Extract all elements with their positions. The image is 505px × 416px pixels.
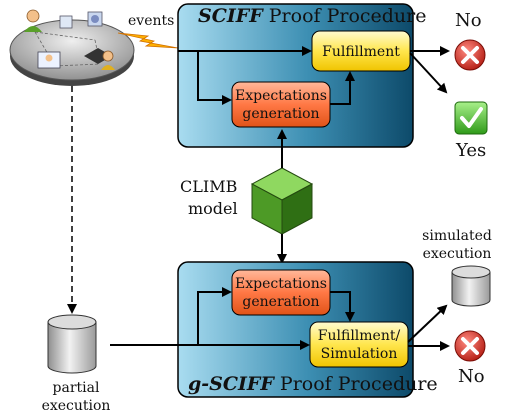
events-to-expectations-arrow	[197, 51, 232, 105]
red-x-icon	[454, 39, 486, 71]
database-cylinder-icon-partial	[47, 314, 97, 374]
events-label: events	[128, 13, 174, 29]
gsciff-expectations-line2: generation	[242, 294, 319, 310]
fulfillment-to-yes-arrow	[409, 52, 448, 94]
simulated-label-line2: execution	[423, 246, 492, 262]
gsciff-panel: Expectations generation Fulfillment/ Sim…	[177, 261, 438, 398]
simulated-label-line1: simulated	[422, 228, 492, 244]
gsciff-fulfillment-box	[309, 321, 409, 368]
sciff-title: SCIFF Proof Procedure	[198, 5, 427, 27]
expectations-to-simulation-arrow	[330, 291, 355, 322]
green-check-icon	[454, 101, 488, 135]
gsciff-fulfillment-line1: Fulfillment/	[318, 328, 401, 344]
sciff-panel: SCIFF Proof Procedure Fulfillment Expect…	[177, 3, 427, 148]
gsciff-title: g-SCIFF Proof Procedure	[188, 373, 438, 395]
sciff-expectations-line1: Expectations	[235, 88, 327, 104]
no-label-top: No	[455, 10, 482, 31]
climb-label-line2: model	[188, 199, 238, 218]
gsciff-expectations-line1: Expectations	[235, 276, 327, 292]
partial-label-line1: partial	[53, 380, 100, 396]
climb-label-line1: CLIMB	[180, 177, 237, 196]
gsciff-fulfillment-line2: Simulation	[321, 346, 398, 362]
partial-label-line2: execution	[42, 398, 111, 414]
sciff-fulfillment-label: Fulfillment	[322, 44, 400, 60]
red-x-icon-bottom	[454, 330, 486, 362]
expectations-to-fulfillment-arrow	[330, 71, 355, 105]
simulation-to-simulated-arrow	[407, 304, 448, 343]
yes-label: Yes	[455, 140, 486, 161]
green-cube-icon	[250, 167, 314, 235]
no-label-bottom: No	[458, 366, 485, 387]
user-network-icon	[9, 9, 135, 86]
sciff-expectations-line2: generation	[242, 106, 319, 122]
input-to-expectations-arrow	[197, 287, 232, 345]
database-cylinder-icon-simulated	[451, 265, 491, 307]
